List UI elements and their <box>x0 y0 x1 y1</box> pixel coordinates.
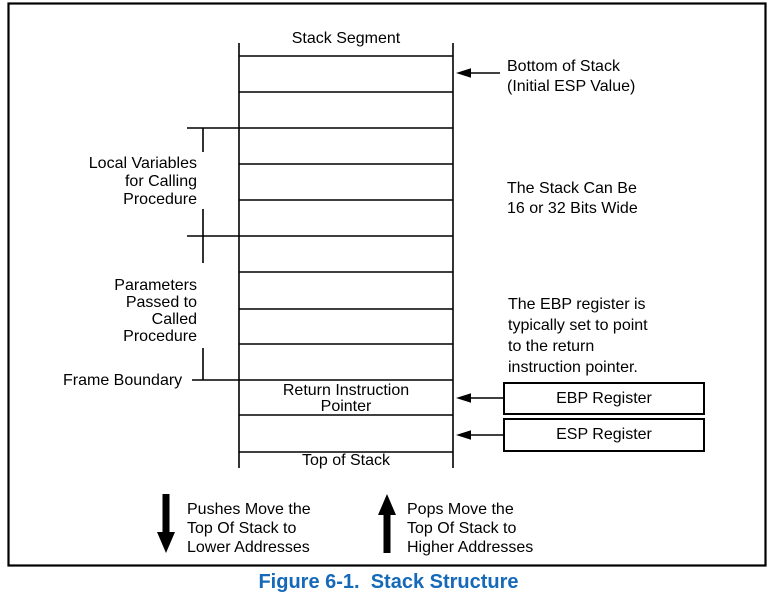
local-variables-label: Local Variables for Calling Procedure <box>88 155 197 208</box>
figure-border <box>7 2 767 567</box>
stack-width-note: The Stack Can Be 16 or 32 Bits Wide <box>507 180 638 217</box>
frame-boundary-label: Frame Boundary <box>63 372 183 389</box>
pops-label: Pops Move the Top Of Stack to Higher Add… <box>407 501 534 556</box>
top-of-stack-label: Top of Stack <box>301 452 391 469</box>
pushes-label: Pushes Move the Top Of Stack to Lower Ad… <box>187 501 311 556</box>
stack-segment-title: Stack Segment <box>291 30 401 47</box>
ebp-arrow-icon <box>456 393 503 403</box>
esp-register-box <box>503 418 705 452</box>
pops-up-arrow-icon <box>378 494 396 553</box>
bottom-of-stack-label: Bottom of Stack (Initial ESP Value) <box>507 58 636 95</box>
ebp-register-label: EBP Register <box>556 389 652 407</box>
ebp-register-box <box>503 382 705 415</box>
esp-arrow-icon <box>456 430 503 440</box>
stack-cell-lines <box>187 55 453 453</box>
ebp-register-note: The EBP register is typically set to poi… <box>508 296 648 376</box>
figure-caption: Figure 6-1. Stack Structure <box>258 571 519 593</box>
pushes-down-arrow-icon <box>157 494 175 553</box>
esp-register-label: ESP Register <box>556 426 652 443</box>
bottom-of-stack-arrow-icon <box>456 68 500 78</box>
stack-column <box>238 43 454 468</box>
return-instruction-pointer-cell: Return Instruction Pointer <box>282 382 410 415</box>
parameters-label: Parameters Passed to Called Procedure <box>114 277 197 345</box>
